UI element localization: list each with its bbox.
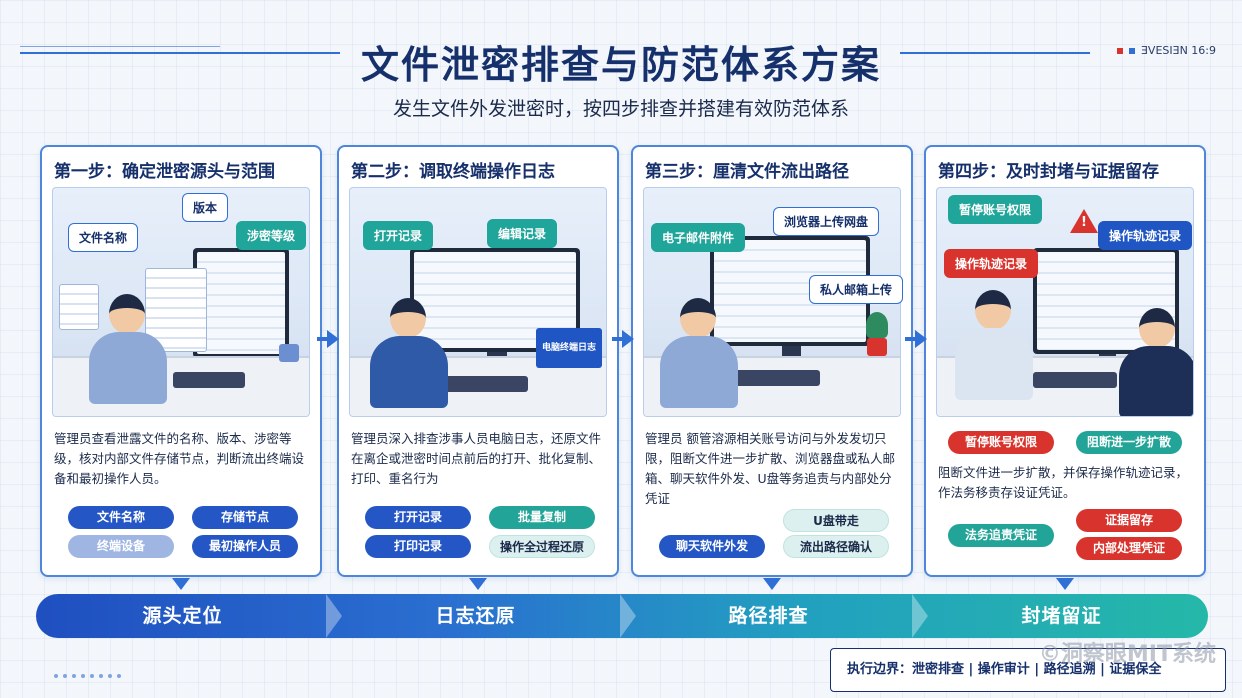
callout-trace-record: 操作轨迹记录 [1098, 221, 1193, 250]
step-4-title: 第四步：及时封堵与证据留存 [938, 162, 1159, 182]
step-2-description: 管理员深入排查涉事人员电脑日志，还原文件在离企或泄密时间点前后的打开、批化复制、… [351, 431, 602, 486]
keyboard-icon [732, 370, 820, 386]
footer-execution-boundary: 执行边界：泄密排查 | 操作审计 | 路径追溯 | 证据保全 [830, 648, 1226, 692]
arrow-right-icon [905, 330, 927, 348]
arrow-right-icon [612, 330, 634, 348]
callout-trace-record-red: 操作轨迹记录 [944, 249, 1039, 278]
keyboard-icon [173, 372, 245, 388]
pill-storage-node: 存储节点 [192, 506, 298, 529]
pill-first-operator: 最初操作人员 [192, 535, 298, 558]
person-icon [949, 290, 1039, 400]
person-icon [654, 298, 744, 408]
flow-step-log: 日志还原 [435, 605, 516, 627]
watermark: ©洞察眼MIT系统 [1038, 642, 1216, 667]
page-title: 文件泄密排查与防范体系方案 [360, 43, 881, 87]
step-4-illustration [936, 187, 1194, 417]
pill-block-spread: 阻断进一步扩散 [1076, 431, 1182, 454]
flow-bar: 源头定位 日志还原 路径排查 封堵留证 [36, 594, 1208, 638]
step-1-description: 管理员查看泄露文件的名称、版本、涉密等级，核对内部文件存储节点，判断流出终端设备… [54, 431, 305, 486]
pill-terminal-device: 终端设备 [68, 535, 174, 558]
pill-open-record: 打开记录 [365, 506, 471, 529]
warning-icon: ! [1070, 209, 1098, 233]
callout-edit-record: 编辑记录 [487, 219, 558, 248]
keyboard-icon [440, 376, 528, 392]
header-line-right [900, 52, 1090, 54]
arrow-down-icon [763, 578, 781, 590]
pill-batch-copy: 批量复制 [489, 506, 595, 529]
step-card-2: 第二步：调取终端操作日志 电脑终端日志 打开记录 编辑记录 管理员深入排查涉事人… [337, 145, 619, 577]
step-2-title: 第二步：调取终端操作日志 [351, 162, 555, 182]
callout-browser-upload: 浏览器上传网盘 [773, 207, 880, 236]
version-text: ƎVESIƎN 16:9 [1140, 44, 1216, 57]
plant-pot-icon [867, 338, 887, 356]
callout-private-email: 私人邮箱上传 [809, 275, 904, 304]
step-3-description: 管理员 额管溶源相关账号访问与外发发切只限，阻断文件进一步扩散、浏览器盘或私人邮… [645, 431, 896, 506]
arrow-down-icon [469, 578, 487, 590]
person-icon [83, 294, 173, 404]
step-card-3: 第三步：厘清文件流出路径 浏览器上传网盘 电子邮件附件 私人邮箱上传 管理员 额… [631, 145, 913, 577]
step-card-1: 第一步：确定泄密源头与范围 版本 文件名称 涉密等级 管理员查看泄露文件的名称、… [40, 145, 322, 577]
pill-internal-evidence: 内部处理凭证 [1076, 537, 1182, 560]
chevron-right-icon [912, 594, 928, 638]
blue-square-icon [1128, 47, 1135, 54]
step-card-4: 第四步：及时封堵与证据留存 暂停账号权限 ! 操作轨迹记录 操作轨迹记录 暂停账… [924, 145, 1206, 577]
callout-secret-level: 涉密等级 [236, 221, 307, 250]
pill-path-confirm: 流出路径确认 [783, 535, 889, 558]
callout-email-attachment: 电子邮件附件 [651, 223, 746, 252]
pill-legal-evidence: 法务追责凭证 [948, 524, 1054, 547]
plant-icon [866, 312, 888, 338]
callout-version: 版本 [182, 193, 229, 222]
pill-print-record: 打印记录 [365, 535, 471, 558]
chevron-right-icon [326, 594, 342, 638]
flow-step-path: 路径排查 [728, 605, 809, 627]
page-subtitle: 发生文件外发泄密时，按四步排查并搭建有效防范体系 [392, 98, 849, 120]
arrow-down-icon [172, 578, 190, 590]
chevron-right-icon [620, 594, 636, 638]
flow-step-source: 源头定位 [142, 605, 223, 627]
step-2-illustration: 电脑终端日志 [349, 187, 607, 417]
flow-step-block: 封堵留证 [1021, 605, 1102, 627]
document-icon [59, 284, 99, 330]
arrow-right-icon [317, 330, 339, 348]
decorative-dots [54, 674, 121, 678]
pen-holder-icon [279, 344, 299, 362]
monitor-icon [193, 248, 289, 372]
arrow-down-icon [1056, 578, 1074, 590]
person-icon [364, 298, 454, 408]
callout-open-record: 打开记录 [363, 221, 434, 250]
callout-suspend-account: 暂停账号权限 [948, 195, 1043, 224]
step-3-title: 第三步：厘清文件流出路径 [645, 162, 849, 182]
pill-chat-send: 聊天软件外发 [659, 535, 765, 558]
pill-usb-carry: U盘带走 [783, 509, 889, 532]
pill-evidence-keep: 证据留存 [1076, 509, 1182, 532]
step-4-description: 阻断文件进一步扩散，并保存操作轨迹记录，作法务移责存设证凭证。 [938, 465, 1189, 500]
pill-full-restore: 操作全过程还原 [489, 535, 595, 558]
version-label: ƎVESIƎN 16:9 [1116, 44, 1216, 57]
red-square-icon [1116, 47, 1123, 54]
pill-suspend-account: 暂停账号权限 [948, 431, 1054, 454]
step-1-title: 第一步：确定泄密源头与范围 [54, 162, 275, 182]
pill-file-name: 文件名称 [68, 506, 174, 529]
person-icon [1113, 308, 1193, 416]
header-line-left-thin [20, 46, 220, 47]
header-line-left [20, 52, 340, 54]
callout-file-name: 文件名称 [68, 223, 139, 252]
keyboard-icon [1033, 372, 1117, 388]
log-screen-panel: 电脑终端日志 [536, 328, 602, 368]
